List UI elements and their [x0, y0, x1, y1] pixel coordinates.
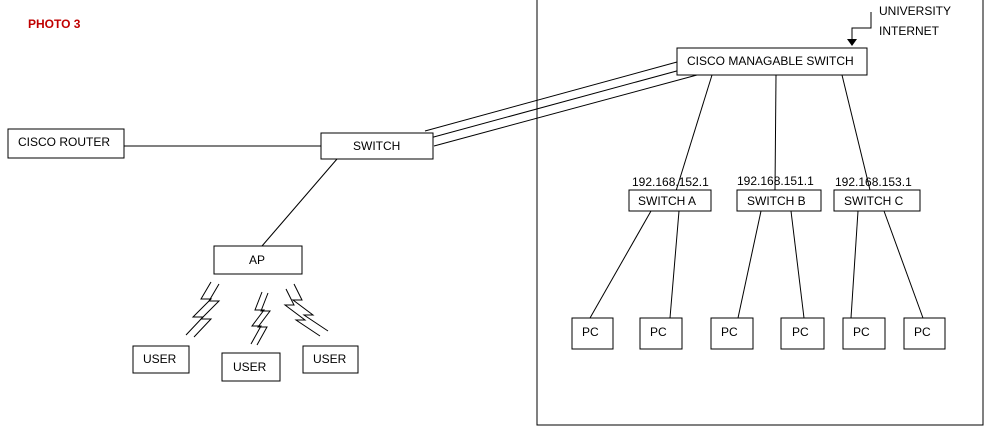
- cisco-managable-switch-node: CISCO MANAGABLE SWITCH: [676, 47, 868, 76]
- university-internet-line2: INTERNET: [879, 24, 940, 38]
- photo-label: PHOTO 3: [28, 17, 81, 31]
- cisco-router-node: CISCO ROUTER: [7, 128, 125, 159]
- pc-label-5: PC: [853, 325, 870, 339]
- switch-b-node: SWITCH B: [736, 189, 822, 212]
- switch-node: SWITCH: [320, 132, 434, 160]
- pc-label-4: PC: [792, 325, 809, 339]
- pc-node-3: PC: [710, 317, 754, 350]
- link-switch-b-pc-3: [737, 210, 762, 319]
- pc-node-6: PC: [903, 317, 946, 350]
- link-switch-a-pc-2: [669, 210, 680, 319]
- pc-node-1: PC: [571, 317, 614, 350]
- switch-c-label: SWITCH C: [844, 194, 904, 208]
- link-switch-managable-3: [433, 74, 698, 147]
- pc-label-3: PC: [721, 325, 738, 339]
- user-node-1: USER: [132, 345, 190, 374]
- cisco-managable-switch-label: CISCO MANAGABLE SWITCH: [687, 54, 854, 68]
- link-switch-a-pc-1: [589, 210, 652, 319]
- switch-label: SWITCH: [353, 139, 400, 153]
- link-switch-b-pc-4: [790, 210, 805, 319]
- wireless-signal-icon-1b: [193, 283, 221, 338]
- internet-feed-line: [851, 12, 872, 40]
- ip-switch-c: 192.168.153.1: [835, 175, 912, 189]
- pc-node-5: PC: [842, 317, 886, 350]
- ip-switch-a: 192.168.152.1: [632, 175, 709, 189]
- cisco-router-label: CISCO ROUTER: [18, 135, 110, 149]
- university-network-boundary: [536, 0, 984, 426]
- switch-c-node: SWITCH C: [833, 189, 921, 212]
- user-node-3: USER: [302, 345, 359, 374]
- user-label-2: USER: [233, 360, 267, 374]
- link-managable-switch-a: [675, 74, 713, 192]
- wireless-signal-icon-3: [283, 288, 321, 337]
- wireless-signal-icon-3b: [291, 283, 329, 332]
- switch-a-label: SWITCH A: [638, 194, 696, 208]
- ap-label: AP: [249, 253, 265, 267]
- university-internet-line1: UNIVERSITY: [879, 4, 951, 18]
- pc-node-4: PC: [780, 317, 825, 350]
- pc-label-2: PC: [650, 325, 667, 339]
- wireless-signal-icon-1: [185, 281, 213, 336]
- link-switch-ap: [261, 158, 338, 247]
- wireless-signal-icon-2b: [256, 292, 271, 346]
- link-switch-c-pc-6: [883, 210, 924, 319]
- arrow-down-icon: [847, 39, 857, 46]
- link-managable-switch-c: [841, 74, 871, 191]
- ip-switch-b: 192.168.151.1: [737, 174, 814, 188]
- user-label-1: USER: [143, 352, 177, 366]
- wireless-signal-icon-2: [250, 291, 265, 345]
- link-switch-c-pc-5: [850, 210, 859, 319]
- link-switch-managable-2: [429, 68, 685, 139]
- link-managable-switch-b: [774, 74, 777, 191]
- switch-a-node: SWITCH A: [628, 189, 712, 212]
- ap-node: AP: [213, 245, 303, 275]
- pc-node-2: PC: [639, 317, 683, 350]
- pc-label-1: PC: [582, 325, 599, 339]
- pc-label-6: PC: [914, 325, 931, 339]
- user-label-3: USER: [313, 352, 347, 366]
- link-switch-managable-1: [424, 61, 678, 132]
- switch-b-label: SWITCH B: [747, 194, 806, 208]
- user-node-2: USER: [221, 352, 281, 382]
